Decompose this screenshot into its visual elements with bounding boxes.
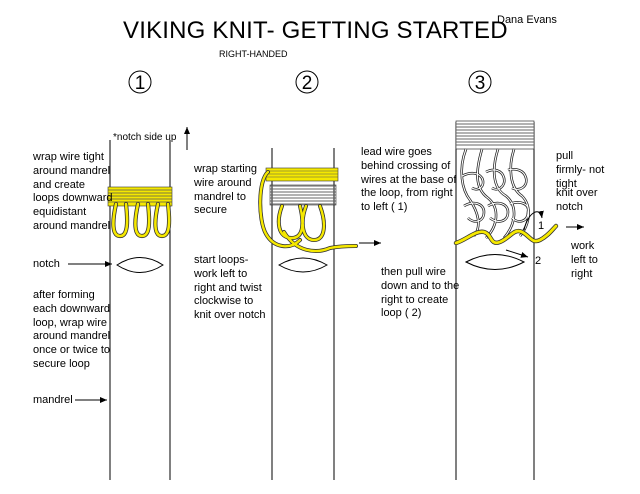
arrow-2 <box>505 249 529 258</box>
step-2-circle: 2 <box>295 70 319 94</box>
notch-1 <box>116 257 164 273</box>
step-3-circle: 3 <box>468 70 492 94</box>
step-3-number: 3 <box>475 73 486 94</box>
notch-2 <box>278 257 328 273</box>
step-1-number: 1 <box>135 73 146 94</box>
notch-label: notch <box>33 258 60 270</box>
step-1-circle: 1 <box>128 70 152 94</box>
wire-knit-3 <box>453 120 559 246</box>
after-forming-note: after forming each downward loop, wrap w… <box>33 289 111 370</box>
lead-wire-note: lead wire goes behind crossing of wires … <box>361 146 457 213</box>
mandrel-2 <box>271 148 335 480</box>
notch-3 <box>464 254 526 270</box>
page-title: VIKING KNIT- GETTING STARTED <box>123 17 508 44</box>
step-2-number: 2 <box>302 73 313 94</box>
pull-down-note: then pull wire down and to the right to … <box>381 266 460 320</box>
wire-wrap-1 <box>107 186 173 239</box>
mandrel-label: mandrel <box>33 394 73 406</box>
work-direction-note: work left to right <box>571 240 598 280</box>
mandrel-3 <box>455 122 535 480</box>
notch-side-up-label: *notch side up <box>113 132 177 143</box>
author-name: Dana Evans <box>497 14 557 26</box>
arrow-1-curve <box>523 210 544 231</box>
arrow-1-label: 1 <box>538 220 544 232</box>
wrap-wire-note: wrap wire tight around mandrel and creat… <box>33 151 113 232</box>
wire-wrap-2 <box>258 167 358 253</box>
wrap-starting-note: wrap starting wire around mandrel to sec… <box>194 163 257 217</box>
start-loops-note: start loops- work left to right and twis… <box>194 254 266 321</box>
pull-firmly-note: pull firmly- not tight <box>556 150 605 190</box>
subtitle: RIGHT-HANDED <box>219 49 288 59</box>
arrow-2-label: 2 <box>535 255 541 267</box>
knit-over-notch-note: knit over notch <box>556 187 598 213</box>
